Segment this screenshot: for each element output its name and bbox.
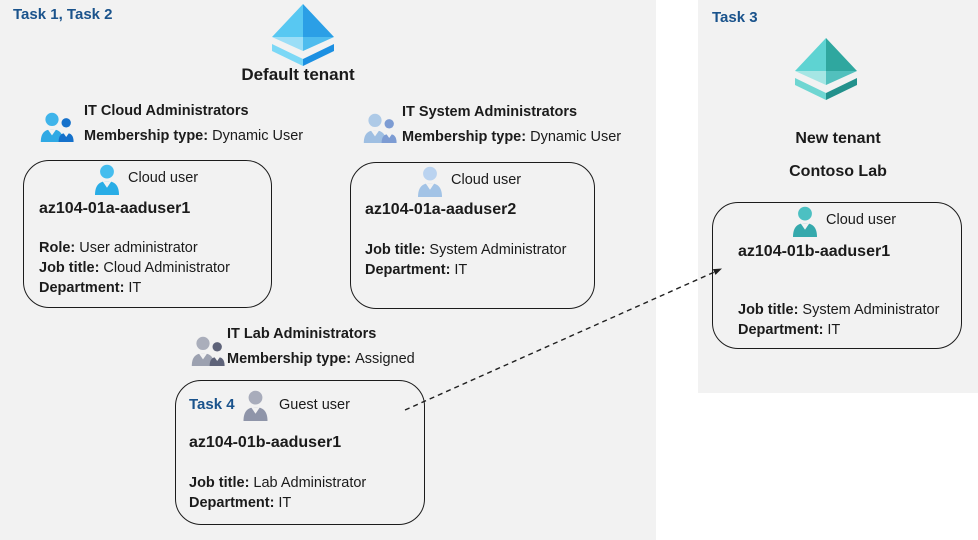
user-card-cloud-user-1: Cloud user az104-01a-aaduser1 Role:User … bbox=[23, 160, 272, 308]
group-system-admins-icon bbox=[363, 113, 397, 143]
user-type-label: Cloud user bbox=[826, 212, 897, 228]
user-fields: Job title:System Administrator Departmen… bbox=[365, 240, 566, 280]
user-card-cloud-user-2: Cloud user az104-01a-aaduser2 Job title:… bbox=[350, 162, 595, 309]
cloud-user-icon bbox=[793, 206, 817, 237]
field-job-title: Job title:Lab Administrator bbox=[189, 475, 367, 491]
field-department: Department:IT bbox=[39, 280, 142, 296]
cloud-user-icon bbox=[418, 166, 442, 197]
group-system-admins-name: IT System Administrators bbox=[402, 104, 578, 120]
default-tenant-panel bbox=[0, 0, 656, 540]
new-tenant-line2: Contoso Lab bbox=[789, 163, 887, 180]
user-fields: Job title:System Administrator Departmen… bbox=[738, 300, 939, 340]
field-job-title: Job title:Cloud Administrator bbox=[39, 260, 230, 276]
user-fields: Job title:Lab Administrator Department:I… bbox=[189, 473, 366, 513]
user-name: az104-01a-aaduser2 bbox=[365, 201, 517, 218]
field-role: Role:User administrator bbox=[39, 240, 198, 256]
new-tenant-line1: New tenant bbox=[795, 130, 881, 147]
user-type-label: Cloud user bbox=[128, 170, 199, 186]
guest-user-icon bbox=[243, 390, 268, 421]
new-tenant-title: New tenant Contoso Lab bbox=[698, 122, 978, 188]
user-card-guest-user: Task 4 Guest user az104-01b-aaduser1 Job… bbox=[175, 380, 425, 525]
membership-type-value: Dynamic User bbox=[530, 129, 622, 145]
cloud-user-icon bbox=[95, 164, 119, 195]
user-card-new-tenant-cloud-user: Cloud user az104-01b-aaduser1 Job title:… bbox=[712, 202, 962, 349]
membership-type-value: Dynamic User bbox=[212, 128, 304, 144]
user-fields: Role:User administrator Job title:Cloud … bbox=[39, 238, 230, 298]
user-type-label: Cloud user bbox=[451, 172, 522, 188]
group-lab-admins-icon bbox=[191, 336, 225, 366]
user-name: az104-01b-aaduser1 bbox=[738, 243, 891, 260]
azure-ad-tenant-icon bbox=[272, 4, 334, 66]
user-type-label: Guest user bbox=[279, 397, 350, 413]
field-job-title: Job title:System Administrator bbox=[738, 302, 940, 318]
task-1-2-label: Task 1, Task 2 bbox=[13, 6, 113, 23]
azure-ad-new-tenant-icon bbox=[795, 38, 857, 100]
membership-type-value: Assigned bbox=[355, 351, 415, 367]
field-department: Department:IT bbox=[738, 322, 841, 338]
group-system-admins-membership: Membership type:Dynamic User bbox=[402, 129, 621, 145]
task-3-label: Task 3 bbox=[712, 9, 758, 26]
group-cloud-admins-name: IT Cloud Administrators bbox=[84, 103, 249, 119]
field-job-title: Job title:System Administrator bbox=[365, 242, 567, 258]
task-4-label: Task 4 bbox=[189, 396, 235, 413]
user-name: az104-01b-aaduser1 bbox=[189, 434, 342, 451]
field-department: Department:IT bbox=[189, 495, 292, 511]
field-department: Department:IT bbox=[365, 262, 468, 278]
group-cloud-admins-membership: Membership type:Dynamic User bbox=[84, 128, 303, 144]
group-cloud-admins-icon bbox=[40, 112, 74, 142]
group-lab-admins-membership: Membership type:Assigned bbox=[227, 351, 415, 367]
group-lab-admins-name: IT Lab Administrators bbox=[227, 326, 377, 342]
user-name: az104-01a-aaduser1 bbox=[39, 200, 191, 217]
membership-type-label: Membership type: bbox=[227, 351, 352, 367]
default-tenant-title: Default tenant bbox=[241, 65, 355, 84]
membership-type-label: Membership type: bbox=[402, 129, 527, 145]
membership-type-label: Membership type: bbox=[84, 128, 209, 144]
